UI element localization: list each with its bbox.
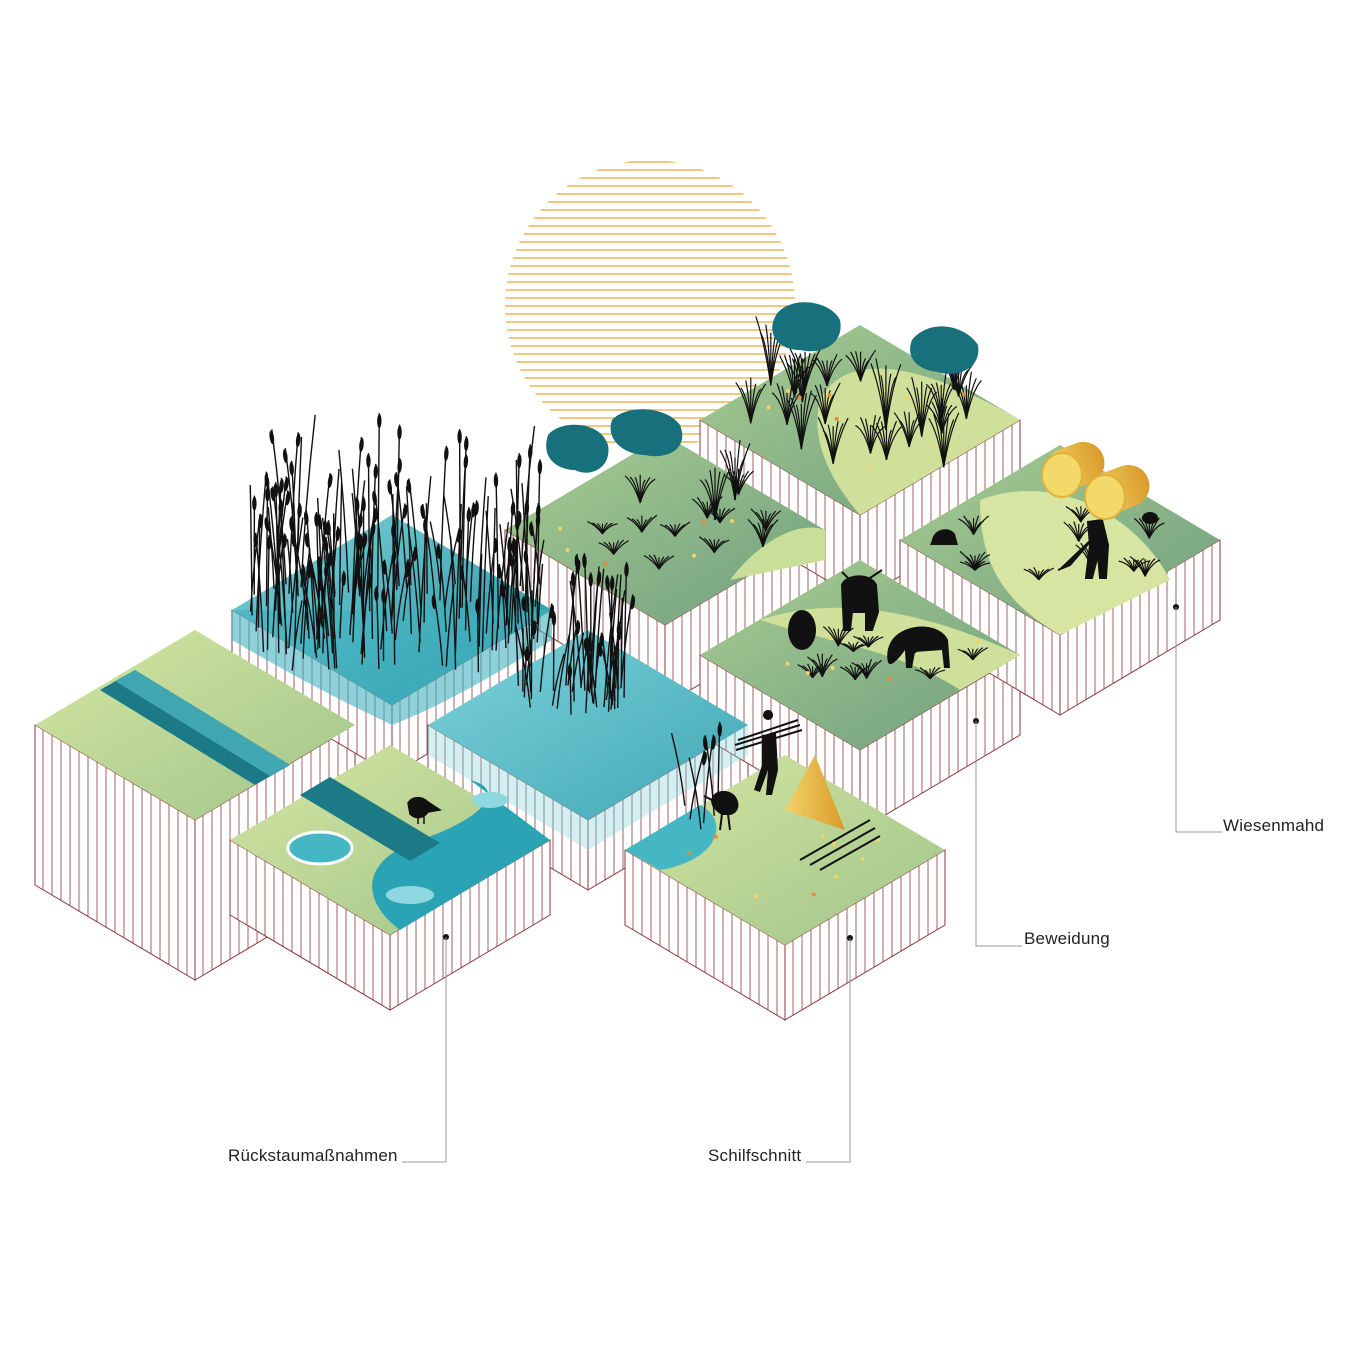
- cow-icon: [840, 569, 883, 631]
- tree-icon: [546, 424, 609, 473]
- stork-icon: [703, 790, 739, 831]
- bird-icon: [407, 796, 442, 824]
- tree-icon: [772, 302, 841, 352]
- hay-bale-icons: [1041, 441, 1150, 520]
- tree-icon: [910, 326, 979, 374]
- reed-cutter-icon: [754, 710, 778, 795]
- sun-icon: [505, 161, 795, 450]
- label-rueckstaumassnahmen: Rückstaumaßnahmen: [228, 1146, 398, 1165]
- horse-icon: [887, 626, 950, 668]
- label-beweidung: Beweidung: [1024, 929, 1110, 948]
- label-schilfschnitt: Schilfschnitt: [708, 1146, 802, 1165]
- tile-drainage-meadow: [35, 630, 355, 820]
- vegetation: [249, 316, 1165, 899]
- silhouettes: [407, 501, 1158, 831]
- tree-icon: [610, 409, 683, 457]
- label-wiesenmahd: Wiesenmahd: [1223, 816, 1325, 835]
- tile-central-water: [428, 630, 748, 850]
- beaver-icon: [930, 529, 958, 545]
- leader-lines: [402, 604, 1222, 1163]
- beetle-icon: [1142, 512, 1158, 524]
- tree-icons: [546, 302, 979, 473]
- tile-retention: [230, 745, 550, 935]
- sheep-icon: [788, 610, 816, 650]
